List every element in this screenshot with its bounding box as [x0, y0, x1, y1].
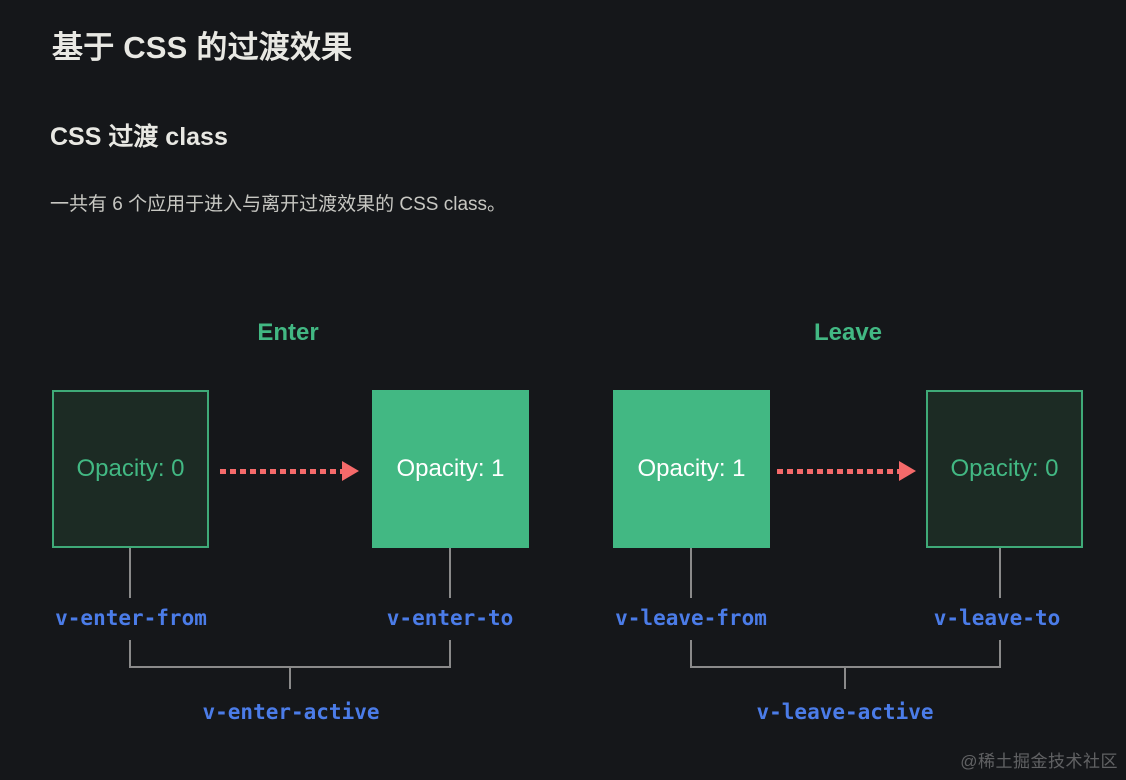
arrow-head-icon [342, 461, 359, 481]
watermark: @稀土掘金技术社区 [960, 752, 1118, 771]
enter-to-class-label: v-enter-to [386, 606, 514, 630]
leave-to-class-label: v-leave-to [933, 606, 1061, 630]
intro-paragraph: 一共有 6 个应用于进入与离开过渡效果的 CSS class。 [50, 194, 507, 215]
connector-line [449, 548, 451, 598]
enter-to-box: Opacity: 1 [372, 390, 529, 548]
leave-to-box-label: Opacity: 0 [950, 455, 1059, 482]
leave-to-box: Opacity: 0 [926, 390, 1083, 548]
enter-phase-label: Enter [257, 319, 319, 346]
connector-line [129, 640, 131, 667]
leave-transition-arrow [777, 461, 916, 481]
connector-line [690, 640, 692, 667]
enter-active-class-label: v-enter-active [202, 700, 380, 724]
dashed-line [777, 468, 899, 474]
connector-line [129, 548, 131, 598]
leave-phase-label: Leave [813, 319, 883, 346]
dashed-line [220, 468, 342, 474]
leave-from-box-label: Opacity: 1 [637, 455, 746, 482]
section-heading: CSS 过渡 class [50, 123, 228, 151]
connector-line [999, 640, 1001, 667]
leave-from-box: Opacity: 1 [613, 390, 770, 548]
enter-to-box-label: Opacity: 1 [396, 455, 505, 482]
enter-from-box-label: Opacity: 0 [76, 455, 185, 482]
connector-line [844, 666, 846, 689]
connector-line [449, 640, 451, 667]
leave-active-class-label: v-leave-active [756, 700, 934, 724]
connector-line [289, 666, 291, 689]
enter-from-class-label: v-enter-from [55, 606, 207, 630]
enter-from-box: Opacity: 0 [52, 390, 209, 548]
leave-from-class-label: v-leave-from [615, 606, 767, 630]
page-title: 基于 CSS 的过渡效果 [52, 30, 353, 65]
connector-line [690, 548, 692, 598]
arrow-head-icon [899, 461, 916, 481]
connector-line [999, 548, 1001, 598]
enter-transition-arrow [220, 461, 359, 481]
